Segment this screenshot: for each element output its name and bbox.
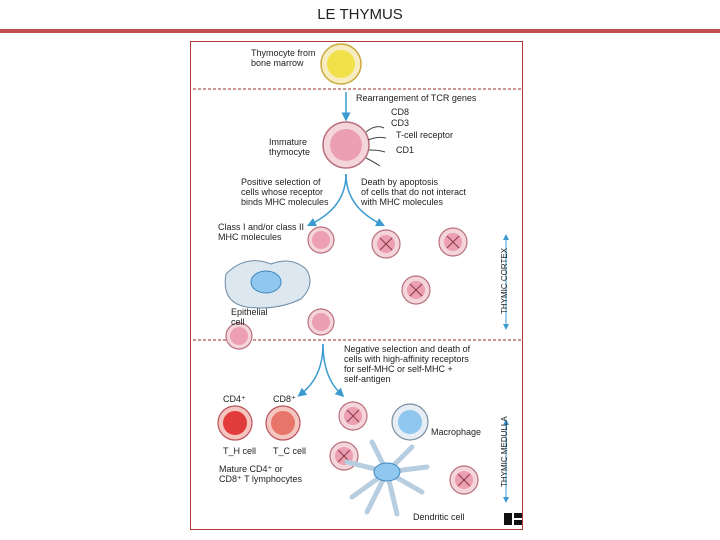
label-cd3: CD3 (391, 118, 410, 128)
arrow-to-negative (322, 343, 345, 398)
title-divider (0, 29, 720, 33)
label-positive-selection: Positive selection of cells whose recept… (241, 177, 329, 207)
thymus-diagram-svg (193, 43, 522, 517)
label-thymocyte-bone-marrow: Thymocyte from bone marrow (251, 48, 316, 68)
label-rearrangement: Rearrangement of TCR genes (356, 93, 477, 103)
label-cd4-plus: CD4⁺ (223, 394, 246, 404)
epithelial-cell (224, 260, 311, 309)
apoptotic-cell-2 (438, 227, 468, 257)
mature-th-cell (217, 405, 253, 441)
thymus-figure: Thymocyte from bone marrow Rearrangement… (190, 41, 523, 530)
label-dendritic-cell: Dendritic cell (413, 512, 465, 522)
label-epithelial-cell: Epithelial cell (231, 307, 268, 327)
label-cd8: CD8 (391, 107, 410, 117)
label-cd1: CD1 (396, 145, 415, 155)
label-th-cell: T_H cell (223, 446, 257, 456)
arrow-to-mature (297, 343, 324, 397)
apoptotic-cell-3 (401, 275, 431, 305)
label-thymic-cortex: THYMIC CORTEX (500, 247, 509, 314)
slide-title: LE THYMUS (317, 6, 403, 23)
label-mature-lymphocytes: Mature CD4⁺ or CD8⁺ T lymphocytes (219, 464, 302, 484)
medulla-apoptotic-cell-3 (449, 465, 479, 495)
dendritic-cell (344, 439, 430, 517)
immature-thymocyte (322, 121, 387, 169)
arrow-apoptosis (345, 173, 386, 227)
selected-thymocyte-1 (307, 226, 335, 254)
label-immature-thymocyte: Immature thymocyte (269, 137, 311, 157)
label-death-apoptosis: Death by apoptosis of cells that do not … (361, 177, 467, 207)
publisher-logo (504, 513, 522, 525)
label-macrophage: Macrophage (431, 427, 482, 437)
mature-tc-cell (265, 405, 301, 441)
label-class-mhc: Class I and/or class II MHC molecules (218, 222, 305, 242)
label-tc-cell: T_C cell (273, 446, 307, 456)
medulla-apoptotic-cell-1 (338, 401, 368, 431)
label-negative-selection: Negative selection and death of cells wi… (344, 344, 471, 384)
label-cd8-plus: CD8⁺ (273, 394, 296, 404)
bone-marrow-thymocyte (320, 43, 362, 85)
selected-thymocyte-3 (307, 308, 335, 336)
apoptotic-cell-1 (371, 229, 401, 259)
macrophage-cell (391, 403, 429, 441)
selected-thymocyte-2 (225, 322, 253, 350)
label-thymic-medulla: THYMIC MEDULLA (500, 416, 509, 487)
label-tcell-receptor: T-cell receptor (396, 130, 454, 140)
